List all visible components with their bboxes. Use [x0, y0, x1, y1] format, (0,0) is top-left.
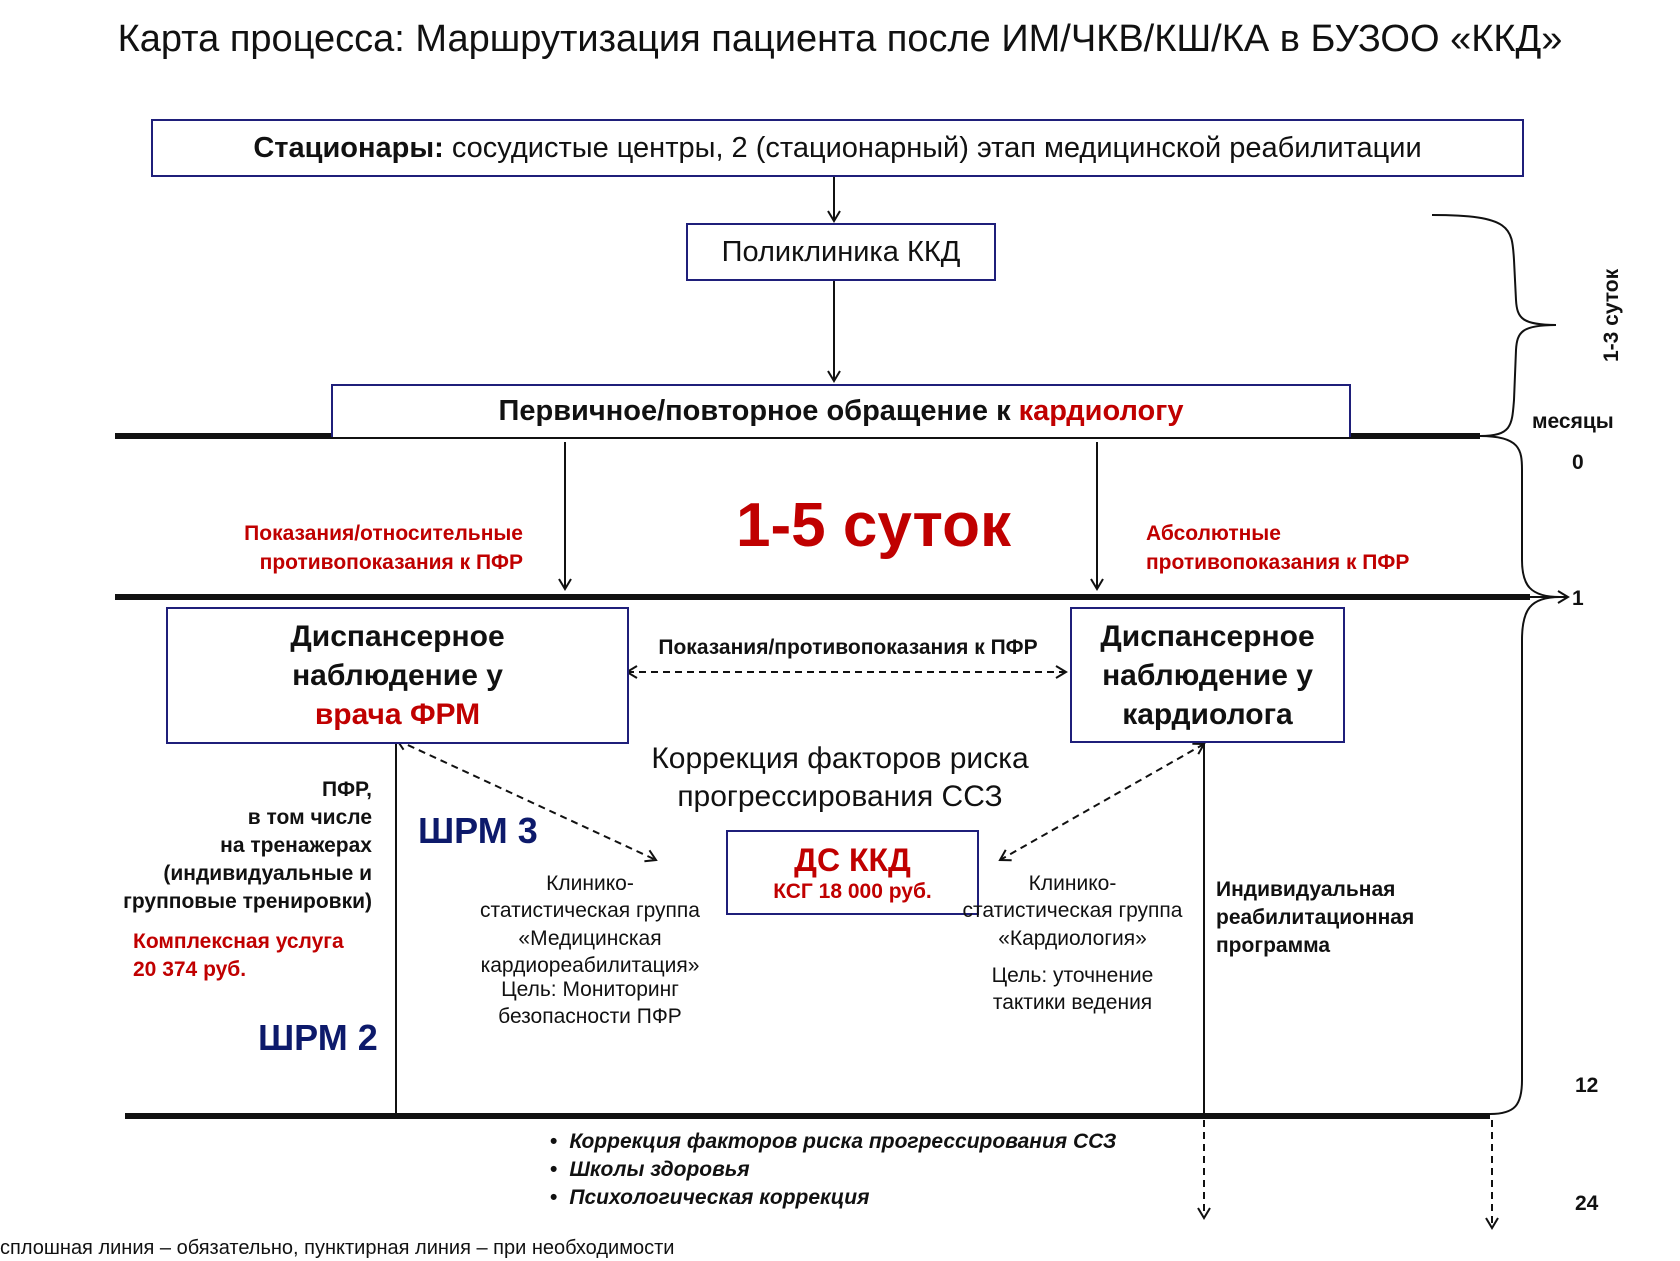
pfr-line-5: групповые тренировки)	[123, 889, 372, 913]
ds-kkd-box: ДС ККД КСГ 18 000 руб.	[726, 830, 979, 915]
pfr-line-1: ПФР,	[322, 778, 372, 801]
days-1-5-label: 1-5 суток	[736, 491, 1012, 560]
goal-cardiology-line-1: Цель: уточнение	[991, 964, 1154, 987]
ds-kkd-title: ДС ККД	[794, 841, 911, 878]
frm-box-line-2: наблюдение у	[292, 659, 503, 692]
pfr-label: ПФР, в том числе на тренажерах (индивиду…	[40, 776, 372, 916]
bullet-text-3: Психологическая коррекция	[569, 1186, 870, 1209]
risk-correction-line-2: прогрессирования ССЗ	[677, 780, 1003, 814]
hospitals-label: Стационары:	[253, 131, 444, 164]
goal-med-line-2: безопасности ПФР	[498, 1005, 682, 1029]
ksg-med-line-1: Клинико-	[546, 872, 634, 895]
right-contraindications-line-1: Абсолютные	[1146, 522, 1281, 545]
cardiologist-box-line-2: наблюдение у	[1102, 658, 1313, 692]
ds-kkd-price: КСГ 18 000 руб.	[773, 880, 932, 904]
complex-service-label: Комплексная услуга 20 374 руб.	[133, 928, 344, 984]
right-contraindications-line-2: противопоказания к ПФР	[1146, 550, 1410, 574]
bullet-item-2: •Школы здоровья	[550, 1158, 750, 1181]
goal-cardiology-line-2: тактики ведения	[992, 991, 1153, 1015]
days-1-3-label: 1-3 суток	[1600, 268, 1623, 362]
bullet-text-2: Школы здоровья	[569, 1158, 750, 1181]
ksg-med-line-3: «Медицинская	[518, 926, 662, 950]
cardiologist-box-line-1: Диспансерное	[1100, 619, 1315, 653]
left-indications-line-2: противопоказания к ПФР	[259, 550, 523, 574]
individual-program-label: Индивидуальная реабилитационная программ…	[1216, 876, 1414, 960]
polyclinic-box: Поликлиника ККД	[686, 223, 996, 281]
risk-correction-label: Коррекция факторов риска прогрессировани…	[620, 740, 1060, 817]
dashed-arrow-cardio-to-ksg	[998, 742, 1206, 862]
individual-program-line-2: реабилитационная	[1216, 905, 1415, 929]
ksg-cardiology-line-3: «Кардиология»	[998, 926, 1147, 950]
months-label: месяцы	[1532, 410, 1614, 433]
left-indications-line-1: Показания/относительные	[244, 522, 523, 545]
polyclinic-label: Поликлиника ККД	[721, 235, 961, 268]
pfr-line-2: в том числе	[247, 805, 372, 829]
cardiologist-box: Диспансерное наблюдение у кардиолога	[1070, 607, 1345, 743]
tick-1: 1	[1572, 587, 1584, 610]
cardiologist-visit-prefix: Первичное/повторное обращение к	[498, 395, 1019, 427]
tick-0: 0	[1572, 451, 1584, 474]
complex-service-line-1: Комплексная услуга	[133, 930, 344, 953]
cardiologist-visit-box: Первичное/повторное обращение к кардиоло…	[331, 384, 1351, 437]
footer-legend: сплошная линия – обязательно, пунктирная…	[0, 1237, 675, 1259]
brace-months	[1479, 435, 1561, 1115]
frm-doctor-box: Диспансерное наблюдение у врача ФРМ	[166, 607, 629, 744]
ksg-med-rehab-label: Клинико- статистическая группа «Медицинс…	[440, 870, 740, 979]
frm-box-line-1: Диспансерное	[290, 620, 505, 653]
goal-cardiology-label: Цель: уточнение тактики ведения	[945, 962, 1200, 1017]
bullet-item-3: •Психологическая коррекция	[550, 1186, 870, 1209]
cardiologist-box-line-3: кардиолога	[1122, 697, 1293, 731]
individual-program-line-1: Индивидуальная	[1216, 878, 1396, 901]
bullet-text-1: Коррекция факторов риска прогрессировани…	[569, 1130, 1117, 1153]
bullet-item-1: •Коррекция факторов риска прогрессирован…	[550, 1130, 1117, 1153]
ksg-cardiology-line-1: Клинико-	[1028, 872, 1117, 895]
pfr-line-3: на тренажерах	[220, 833, 372, 857]
pfr-line-4: (индивидуальные и	[163, 861, 372, 885]
left-indications-label: Показания/относительные противопоказания…	[190, 520, 523, 577]
tick-24: 24	[1575, 1192, 1599, 1215]
ksg-med-line-4: кардиореабилитация»	[480, 953, 700, 977]
frm-box-line-3: врача ФРМ	[314, 698, 481, 731]
middle-indications-label: Показания/противопоказания к ПФР	[658, 636, 1038, 659]
shrm2-label: ШРМ 2	[258, 1017, 378, 1058]
ksg-cardiology-label: Клинико- статистическая группа «Кардиоло…	[945, 870, 1200, 952]
right-contraindications-label: Абсолютные противопоказания к ПФР	[1146, 520, 1466, 577]
page-title: Карта процесса: Маршрутизация пациента п…	[117, 18, 1563, 60]
cardiologist-visit-highlight: кардиологу	[1018, 395, 1184, 427]
goal-med-line-1: Цель: Мониторинг	[501, 978, 679, 1001]
shrm3-label: ШРМ 3	[418, 810, 538, 851]
tick-12: 12	[1575, 1074, 1599, 1097]
individual-program-line-3: программа	[1216, 933, 1331, 957]
ksg-med-line-2: статистическая группа	[480, 899, 700, 923]
ksg-cardiology-line-2: статистическая группа	[962, 899, 1183, 923]
hospitals-description: сосудистые центры, 2 (стационарный) этап…	[443, 131, 1422, 164]
brace-1-3-days	[1431, 214, 1557, 437]
complex-service-line-2: 20 374 руб.	[133, 957, 247, 981]
risk-correction-line-1: Коррекция факторов риска	[651, 742, 1029, 775]
goal-med-label: Цель: Мониторинг безопасности ПФР	[440, 976, 740, 1031]
hospitals-box: Стационары: сосудистые центры, 2 (стацио…	[151, 119, 1524, 177]
